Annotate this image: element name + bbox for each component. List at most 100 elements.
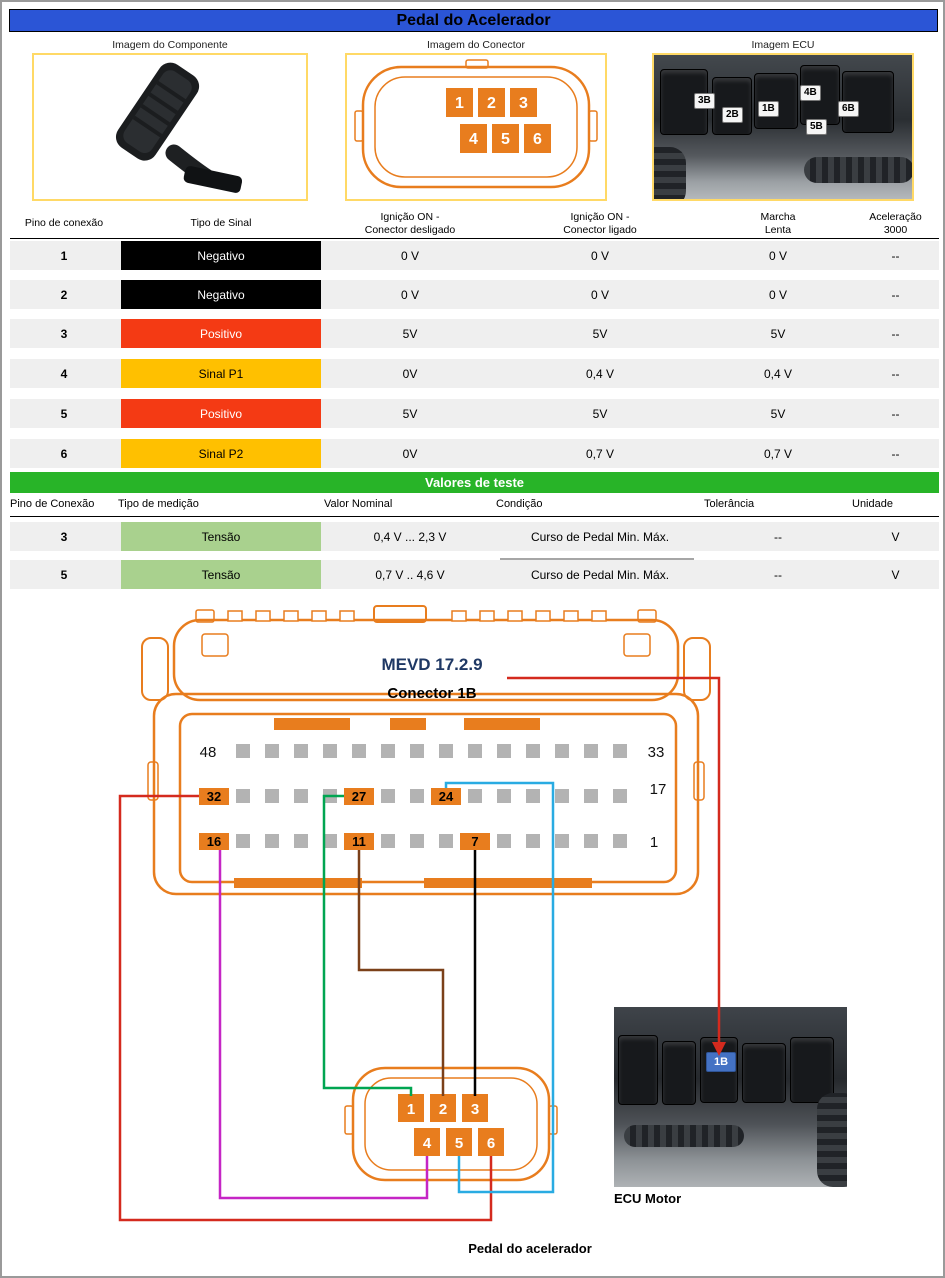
header-unit: Unidade	[852, 498, 893, 510]
value-ignition-off: 5V	[402, 326, 418, 341]
value-idle: 5V	[770, 406, 786, 421]
unit: V	[891, 529, 900, 544]
value-accel: --	[891, 326, 900, 341]
pin-grid	[236, 744, 627, 848]
ecu-motor-photo: 1B	[614, 1007, 847, 1187]
nominal-value: 0,7 V .. 4,6 V	[375, 567, 445, 582]
header-idle: Marcha Lenta	[760, 210, 796, 236]
wire-pin32-pedal6	[118, 794, 493, 1222]
value-ignition-off: 0V	[402, 366, 418, 381]
ecu-image-label: Imagem ECU	[751, 39, 815, 51]
ecu-connector-outline	[141, 605, 711, 896]
ecu-connector-tag-2b: 2B	[722, 107, 743, 123]
pin-number: 3	[60, 326, 68, 341]
wire-pin11-pedal2	[357, 850, 445, 1096]
value-idle: 0 V	[768, 248, 787, 263]
value-idle: 0,7 V	[763, 446, 793, 461]
wire-pin27-pedal1	[322, 794, 413, 1096]
pin-label-11: 11	[352, 834, 366, 849]
svg-text:6: 6	[533, 131, 542, 148]
value-ignition-on: 0,4 V	[585, 366, 615, 381]
connector-pin-numbers: 1 2 3 4 5 6	[455, 95, 542, 148]
connector-outline	[354, 59, 598, 189]
ecu-connector-tag-5b: 5B	[806, 119, 827, 135]
condition-divider	[500, 558, 694, 560]
pin-label-24: 24	[439, 789, 454, 804]
header-ignition-on: Ignição ON - Conector ligado	[563, 210, 637, 236]
value-accel: --	[891, 248, 900, 263]
signal-type-badge: Positivo	[121, 399, 321, 428]
svg-text:1: 1	[407, 1101, 415, 1118]
pin-label-16: 16	[207, 834, 221, 849]
condition: Curso de Pedal Min. Máx.	[530, 567, 670, 582]
pedal-connector-label: Pedal do acelerador	[468, 1241, 592, 1256]
value-ignition-off: 0 V	[400, 287, 419, 302]
svg-text:2: 2	[439, 1101, 447, 1118]
component-image-box	[32, 53, 308, 201]
header-signal-type: Tipo de Sinal	[190, 217, 252, 230]
value-accel: --	[891, 406, 900, 421]
signal-row-3: 3 Positivo 5V 5V 5V --	[10, 319, 939, 348]
value-ignition-on: 0 V	[590, 287, 609, 302]
svg-text:4: 4	[423, 1135, 432, 1152]
test-header-divider	[10, 516, 939, 517]
pin-number: 2	[60, 287, 68, 302]
header-measure-type: Tipo de medição	[118, 498, 199, 510]
measure-type-badge: Tensão	[121, 560, 321, 589]
value-ignition-off: 0V	[402, 446, 418, 461]
svg-text:5: 5	[501, 131, 510, 148]
pin-label-32: 32	[207, 789, 221, 804]
pin-label-33: 33	[648, 744, 665, 761]
svg-text:5: 5	[455, 1135, 463, 1152]
pedal-illustration	[115, 62, 243, 193]
signal-type-badge: Sinal P2	[121, 439, 321, 468]
header-divider	[10, 238, 939, 239]
test-values-title: Valores de teste	[10, 472, 939, 493]
header-condition: Condição	[496, 498, 543, 510]
tolerance: --	[774, 567, 782, 582]
pedal-connector-outline	[344, 1066, 558, 1182]
test-row-1: 3 Tensão 0,4 V ... 2,3 V Curso de Pedal …	[10, 522, 939, 551]
signal-type-badge: Negativo	[121, 280, 321, 309]
svg-text:3: 3	[519, 95, 528, 112]
signal-type-badge: Positivo	[121, 319, 321, 348]
header-tolerance: Tolerância	[704, 498, 755, 510]
pin-label-27: 27	[352, 789, 366, 804]
header-nominal: Valor Nominal	[324, 498, 393, 510]
signal-type-badge: Sinal P1	[121, 359, 321, 388]
ecu-motor-label: ECU Motor	[614, 1191, 682, 1206]
header-accel-3000: Aceleração 3000	[869, 210, 922, 236]
connector-illustration: 1 2 3 4 5 6	[354, 59, 598, 189]
connector-pins	[446, 88, 551, 153]
page-title: Pedal do Acelerador	[9, 9, 938, 32]
unit: V	[891, 567, 900, 582]
value-ignition-on: 5V	[592, 326, 608, 341]
pin-number: 4	[60, 366, 68, 381]
svg-text:2: 2	[487, 95, 496, 112]
value-ignition-on: 5V	[592, 406, 608, 421]
svg-text:6: 6	[487, 1135, 495, 1152]
header-pin: Pino de Conexão	[10, 498, 95, 510]
ecu-connector-tag-3b: 3B	[694, 93, 715, 109]
test-row-2: 5 Tensão 0,7 V .. 4,6 V Curso de Pedal M…	[10, 560, 939, 589]
pin-number: 5	[60, 567, 68, 582]
ecu-motor-tag-1b: 1B	[706, 1052, 737, 1072]
signal-row-2: 2 Negativo 0 V 0 V 0 V --	[10, 280, 939, 309]
ecu-photo: 3B 2B 1B 4B 5B 6B	[654, 55, 912, 199]
value-ignition-on: 0,7 V	[585, 446, 615, 461]
corner-pin-labels: 48 33 17 1	[200, 744, 667, 851]
value-ignition-off: 0 V	[400, 248, 419, 263]
pin-label-1: 1	[650, 834, 658, 851]
component-image-label: Imagem do Componente	[112, 39, 228, 51]
value-idle: 0,4 V	[763, 366, 793, 381]
signal-type-badge: Negativo	[121, 241, 321, 270]
highlighted-pins: 32 27 24 16 11 7	[199, 788, 490, 850]
pin-number: 5	[60, 406, 68, 421]
pin-number: 1	[60, 248, 68, 263]
signal-row-4: 4 Sinal P1 0V 0,4 V 0,4 V --	[10, 359, 939, 388]
pin-label-48: 48	[200, 744, 217, 761]
header-pin: Pino de conexão	[24, 217, 104, 230]
pedal-connector-pins	[398, 1094, 504, 1156]
pin-label-7: 7	[471, 834, 478, 849]
